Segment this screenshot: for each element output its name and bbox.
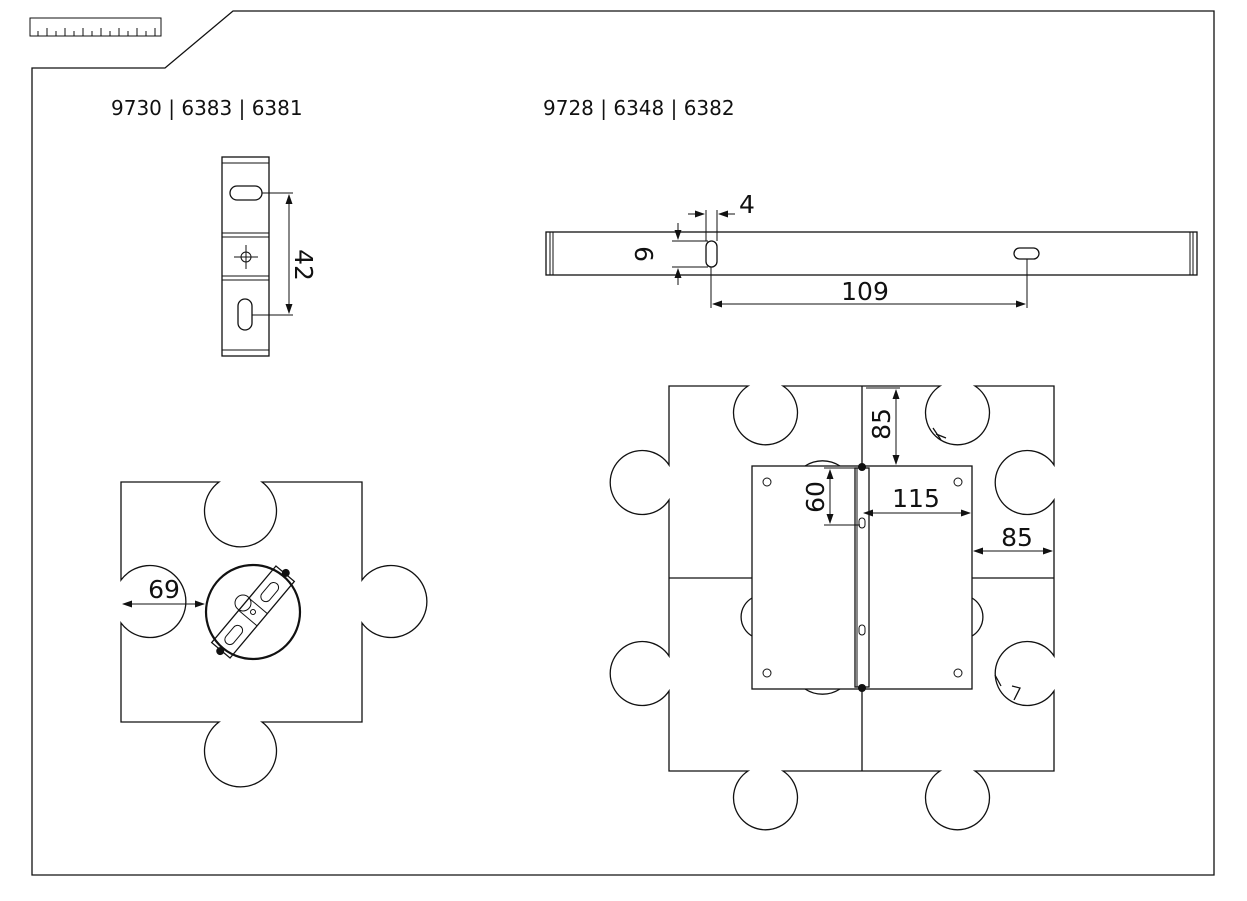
dim-plate-edge-to-right: 85 bbox=[1001, 523, 1033, 552]
single-puzzle-piece bbox=[120, 481, 428, 788]
keyhole-slot-icon bbox=[1013, 247, 1040, 260]
rail-side-view bbox=[545, 210, 1198, 308]
dim-plate-top-to-slot: 60 bbox=[801, 481, 830, 513]
bracket-front-view bbox=[221, 156, 293, 357]
dim-rail-to-plate-edge: 115 bbox=[892, 484, 940, 513]
dim-rail-slot-width: 4 bbox=[739, 190, 755, 219]
keyhole-slot-icon bbox=[705, 240, 718, 268]
ruler-icon bbox=[29, 17, 162, 37]
keyhole-slot-icon bbox=[237, 298, 253, 331]
mounting-hole-crosshair-icon bbox=[234, 245, 258, 269]
dim-rail-slot-height: 9 bbox=[630, 246, 659, 262]
right-group-part-codes: 9728 | 6348 | 6382 bbox=[543, 96, 735, 120]
left-group-part-codes: 9730 | 6383 | 6381 bbox=[111, 96, 303, 120]
sheet-border bbox=[31, 10, 1215, 876]
four-piece-puzzle-assembly bbox=[609, 385, 1055, 831]
dim-top-edge-to-plate: 85 bbox=[867, 408, 896, 440]
dim-rail-slot-spacing: 109 bbox=[841, 277, 889, 306]
dim-piece-edge-to-mount: 69 bbox=[148, 575, 180, 604]
dim-bracket-slot-spacing: 42 bbox=[289, 249, 318, 281]
keyhole-slot-icon bbox=[229, 185, 263, 201]
